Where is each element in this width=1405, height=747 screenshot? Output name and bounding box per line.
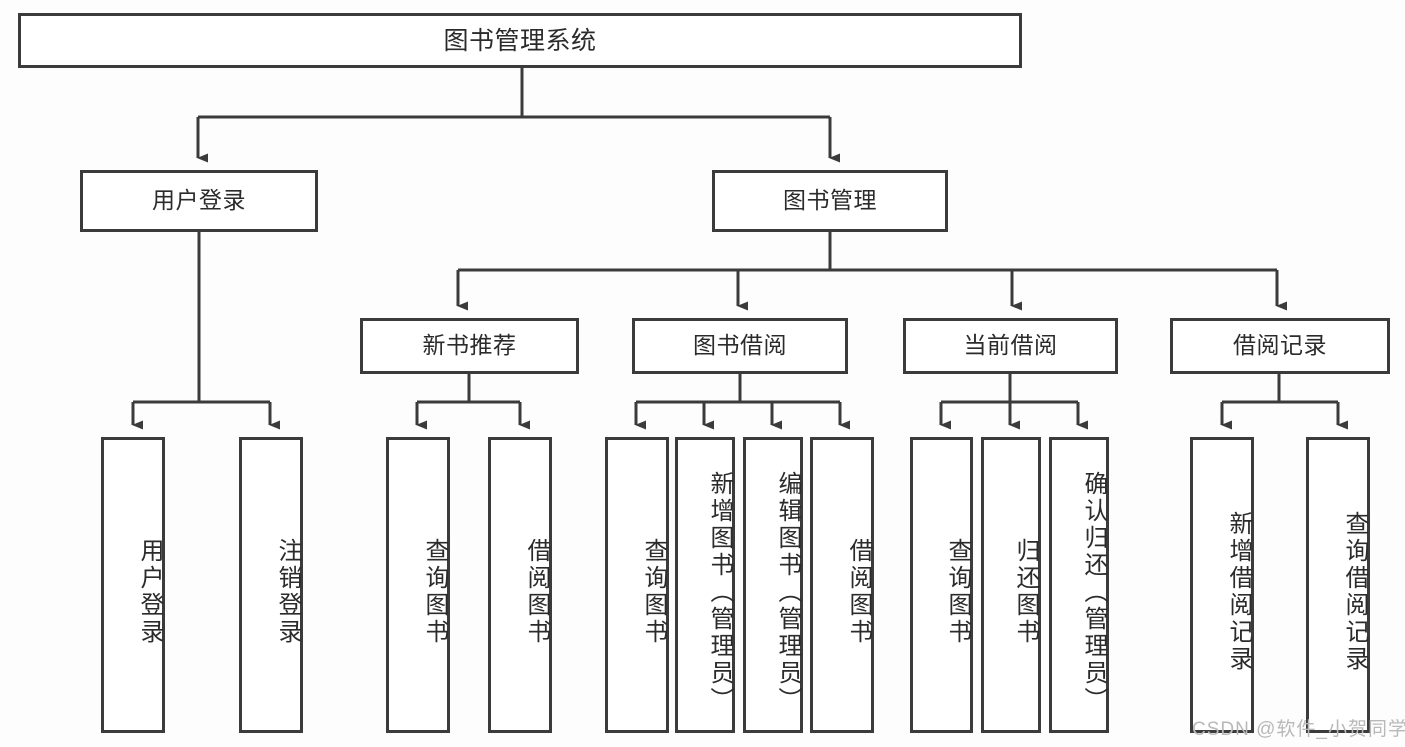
node-new-book-recommend-label: 新书推荐: [422, 332, 517, 359]
node-leaf-logout[interactable]: 注销登录: [239, 437, 303, 733]
node-leaf-confirm-return-label: 确认归还（管理员）: [1080, 470, 1107, 714]
node-leaf-return-book[interactable]: 归还图书: [981, 437, 1041, 733]
node-leaf-user-login[interactable]: 用户登录: [101, 437, 165, 733]
node-leaf-add-book-label: 新增图书（管理员）: [706, 470, 733, 714]
node-leaf-borrow-book-1-label: 借阅图书: [523, 538, 550, 646]
node-leaf-edit-book-label: 编辑图书（管理员）: [774, 470, 801, 714]
node-leaf-query-record[interactable]: 查询借阅记录: [1306, 437, 1370, 733]
node-leaf-query-book-2-label: 查询图书: [640, 538, 667, 646]
node-current-borrow-label: 当前借阅: [963, 332, 1058, 359]
node-root[interactable]: 图书管理系统: [18, 13, 1022, 68]
node-leaf-edit-book[interactable]: 编辑图书（管理员）: [743, 437, 803, 733]
node-book-borrow[interactable]: 图书借阅: [632, 318, 848, 374]
node-leaf-query-book-1-label: 查询图书: [421, 538, 448, 646]
node-user-login-label: 用户登录: [152, 187, 246, 214]
node-leaf-add-book[interactable]: 新增图书（管理员）: [675, 437, 735, 733]
node-book-borrow-label: 图书借阅: [693, 332, 787, 359]
node-leaf-query-record-label: 查询借阅记录: [1341, 511, 1368, 673]
node-leaf-query-book-3[interactable]: 查询图书: [910, 437, 973, 733]
node-leaf-add-record[interactable]: 新增借阅记录: [1190, 437, 1254, 733]
node-new-book-recommend[interactable]: 新书推荐: [360, 318, 579, 374]
node-current-borrow[interactable]: 当前借阅: [903, 318, 1118, 374]
node-leaf-confirm-return[interactable]: 确认归还（管理员）: [1049, 437, 1109, 733]
node-borrow-record[interactable]: 借阅记录: [1170, 318, 1390, 374]
node-root-label: 图书管理系统: [443, 26, 597, 55]
node-book-management[interactable]: 图书管理: [712, 170, 948, 232]
node-leaf-borrow-book-1[interactable]: 借阅图书: [488, 437, 552, 733]
node-leaf-borrow-book-2-label: 借阅图书: [845, 538, 872, 646]
node-user-login[interactable]: 用户登录: [80, 170, 318, 232]
node-leaf-borrow-book-2[interactable]: 借阅图书: [810, 437, 874, 733]
node-borrow-record-label: 借阅记录: [1233, 332, 1327, 359]
node-leaf-add-record-label: 新增借阅记录: [1225, 511, 1252, 673]
node-leaf-logout-label: 注销登录: [274, 538, 301, 646]
node-leaf-user-login-label: 用户登录: [136, 538, 163, 646]
node-leaf-query-book-3-label: 查询图书: [944, 538, 971, 646]
node-leaf-query-book-1[interactable]: 查询图书: [386, 437, 450, 733]
node-book-management-label: 图书管理: [783, 187, 877, 214]
node-leaf-query-book-2[interactable]: 查询图书: [605, 437, 669, 733]
node-leaf-return-book-label: 归还图书: [1012, 538, 1039, 646]
